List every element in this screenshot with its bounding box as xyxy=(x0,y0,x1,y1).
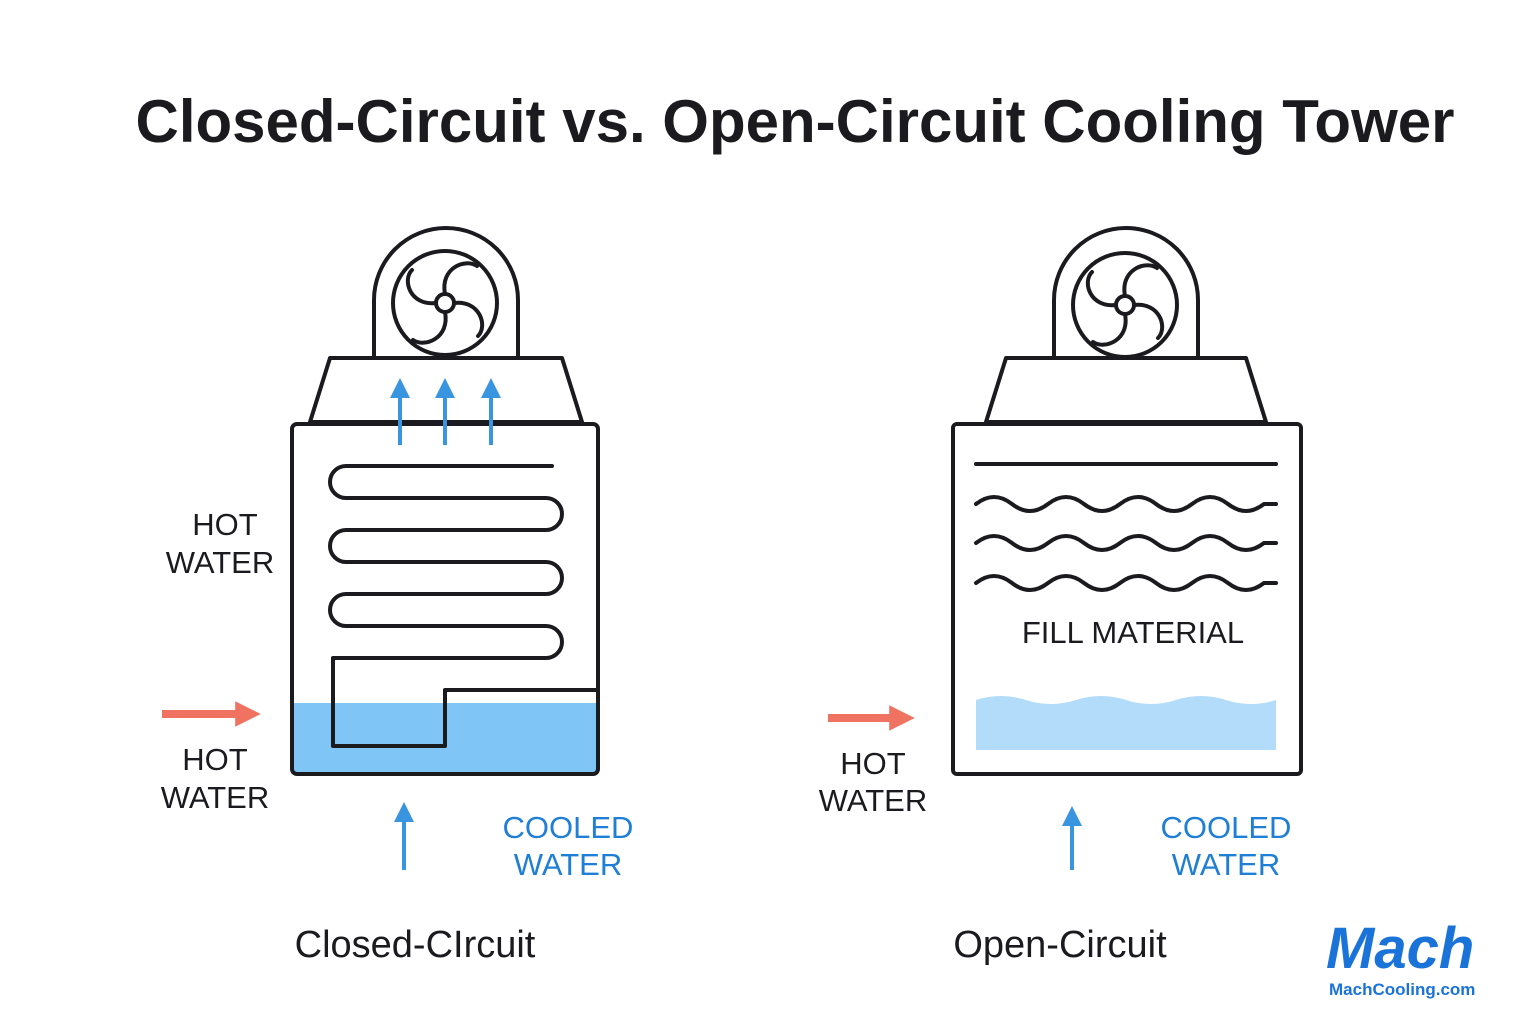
open-inlet-label-line2: WATER xyxy=(819,783,928,818)
closed-outlet-label-line2: WATER xyxy=(514,847,623,882)
fan-icon xyxy=(1071,251,1179,359)
open-water-basin xyxy=(976,696,1276,750)
open-circuit-tower: FILL MATERIAL HOT WATER COOLED WATER Ope… xyxy=(819,226,1303,966)
closed-coil-label-line1: HOT xyxy=(192,507,258,542)
page-title: Closed-Circuit vs. Open-Circuit Cooling … xyxy=(136,88,1455,155)
closed-inlet-label-line2: WATER xyxy=(161,780,270,815)
open-inlet-label-line1: HOT xyxy=(840,746,906,781)
fan-icon xyxy=(391,249,499,357)
closed-fan-housing xyxy=(372,226,520,360)
open-fan-housing xyxy=(1052,226,1200,360)
closed-coil-label-line2: WATER xyxy=(166,545,275,580)
brand-logo: Mach MachCooling.com xyxy=(1326,916,1475,999)
serpentine-coil-icon xyxy=(328,464,600,748)
brand-url: MachCooling.com xyxy=(1329,980,1475,999)
closed-circuit-caption: Closed-CIrcuit xyxy=(295,924,536,966)
open-hood xyxy=(984,356,1268,424)
air-flow-arrow-icon xyxy=(390,378,501,445)
open-outlet-label-line2: WATER xyxy=(1172,847,1281,882)
closed-outlet-label-line1: COOLED xyxy=(503,810,634,845)
closed-circuit-tower: HOT WATER HOT WATER COOLED WATER Closed-… xyxy=(161,226,634,966)
open-tower-body xyxy=(951,422,1303,776)
fill-material-label: FILL MATERIAL xyxy=(1022,615,1244,650)
brand-logo-text: Mach xyxy=(1326,916,1474,981)
fill-wave-icon xyxy=(974,495,1278,592)
closed-inlet-label-line1: HOT xyxy=(182,742,248,777)
open-circuit-caption: Open-Circuit xyxy=(953,924,1167,966)
open-outlet-label-line1: COOLED xyxy=(1161,810,1292,845)
